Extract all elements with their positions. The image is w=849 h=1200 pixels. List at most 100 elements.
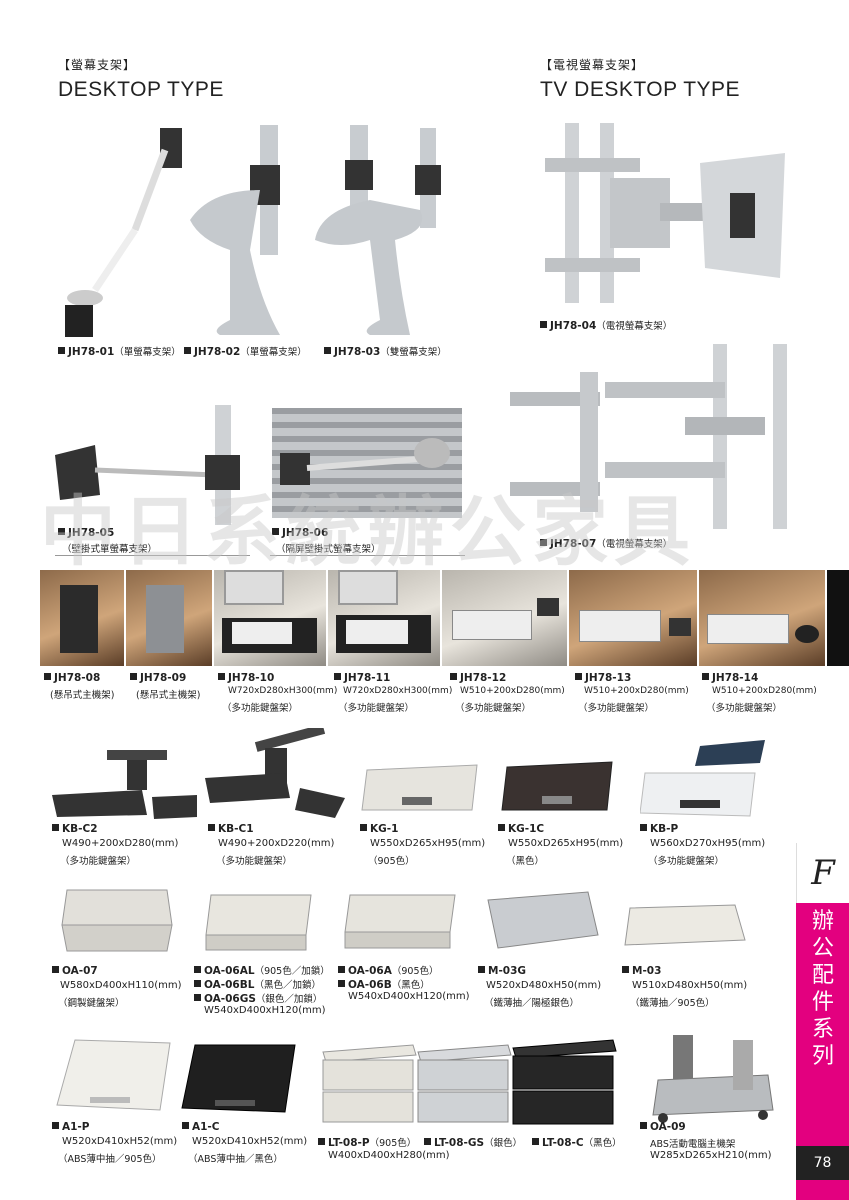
photo-jh78-08 <box>40 570 124 666</box>
note-jh78-05: （壁掛式單螢幕支架） <box>62 544 158 555</box>
right-section-title: TV DESKTOP TYPE <box>540 78 741 101</box>
label-kb-c1: KB-C1 <box>208 823 254 835</box>
label-m-03: M-03 <box>622 965 661 977</box>
label-jh78-09: JH78-09 <box>130 672 186 684</box>
label-lt-08-c: LT-08-C（黑色） <box>532 1135 622 1149</box>
product-image-jh78-04 <box>540 118 790 308</box>
product-image-kb-p <box>640 738 768 823</box>
sub-jh78-09: (懸吊式主機架) <box>136 690 201 701</box>
sub-kg-1c: （黑色） <box>506 856 545 867</box>
spec-a1-p: W520xD410xH52(mm) <box>62 1136 178 1147</box>
page-number: 78 <box>796 1146 849 1180</box>
sub-kb-p: （多功能鍵盤架） <box>648 856 725 867</box>
divider <box>270 555 465 556</box>
band-edge <box>827 570 849 666</box>
label-a1-p: A1-P <box>52 1121 90 1133</box>
label-kg-1c: KG-1C <box>498 823 544 835</box>
product-image-kb-c2 <box>52 745 200 825</box>
left-section-tag: 【螢幕支架】 <box>58 58 137 72</box>
label-jh78-02: JH78-02（單螢幕支架） <box>184 344 307 358</box>
left-section-title: DESKTOP TYPE <box>58 78 224 101</box>
photo-jh78-14 <box>699 570 825 666</box>
sub-jh78-08: (懸吊式主機架) <box>50 690 115 701</box>
category-letter: F <box>796 843 849 903</box>
photo-jh78-10 <box>214 570 326 666</box>
label-oa-09: OA-09 <box>640 1121 686 1133</box>
sub-jh78-11: （多功能鍵盤架） <box>338 703 415 714</box>
product-image-a1-p <box>55 1035 175 1115</box>
product-image-kg-1 <box>357 755 487 820</box>
sub-jh78-14: （多功能鍵盤架） <box>706 703 783 714</box>
spec-kb-c2: W490+200xD280(mm) <box>62 838 179 849</box>
label-oa-06bl: OA-06BL（黑色／加鎖） <box>194 977 321 991</box>
product-image-oa-06a-series <box>196 890 316 955</box>
sub-kb-c1: （多功能鍵盤架） <box>216 856 293 867</box>
label-jh78-11: JH78-11 <box>334 672 390 684</box>
spec-kb-c1: W490+200xD220(mm) <box>218 838 335 849</box>
photo-jh78-12 <box>442 570 567 666</box>
product-image-jh78-02 <box>170 120 300 340</box>
sub-kb-c2: （多功能鍵盤架） <box>60 856 137 867</box>
label-jh78-14: JH78-14 <box>702 672 758 684</box>
product-image-kb-c1 <box>205 728 350 823</box>
label-oa-06b: OA-06B（黑色） <box>338 977 430 991</box>
product-image-a1-c <box>180 1040 300 1116</box>
sub-m-03: （鐵薄抽／905色） <box>630 998 715 1009</box>
divider <box>55 555 250 556</box>
watermark: 中日系統辦公家具 <box>40 487 696 576</box>
product-image-lt-08-gs <box>413 1040 513 1125</box>
label-oa-06gs: OA-06GS（銀色／加鎖） <box>194 991 322 1005</box>
dims-oa-09: W285xD265xH210(mm) <box>650 1150 772 1161</box>
product-image-jh78-06 <box>272 408 462 518</box>
product-image-jh78-01 <box>55 120 185 340</box>
label-jh78-12: JH78-12 <box>450 672 506 684</box>
label-kb-p: KB-P <box>640 823 678 835</box>
label-jh78-05: JH78-05 <box>58 527 114 539</box>
product-image-jh78-05 <box>55 405 255 525</box>
sub-m-03g: （鐵薄抽／陽極銀色） <box>484 998 580 1009</box>
label-jh78-01: JH78-01（單螢幕支架） <box>58 344 181 358</box>
photo-jh78-13 <box>569 570 697 666</box>
spec-oa-06-series: W540xD400xH120(mm) <box>348 991 470 1002</box>
label-kb-c2: KB-C2 <box>52 823 98 835</box>
label-jh78-07: JH78-07（電視螢幕支架） <box>540 536 672 550</box>
spec-oa-07: W580xD400xH110(mm) <box>60 980 182 991</box>
spec-jh78-12: W510+200xD280(mm) <box>460 686 565 696</box>
spec-m-03: W510xD480xH50(mm) <box>632 980 748 991</box>
product-image-jh78-03 <box>300 120 450 340</box>
spec-kb-p: W560xD270xH95(mm) <box>650 838 766 849</box>
label-jh78-03: JH78-03（雙螢幕支架） <box>324 344 447 358</box>
product-image-oa-07 <box>57 885 175 955</box>
spec-lt-08: W400xD400xH280(mm) <box>328 1150 450 1161</box>
label-oa-06al: OA-06AL（905色／加鎖） <box>194 963 330 977</box>
product-image-lt-08-p <box>318 1040 418 1125</box>
label-jh78-10: JH78-10 <box>218 672 274 684</box>
product-image-lt-08-c <box>508 1036 618 1126</box>
spec-jh78-10: W720xD280xH300(mm) <box>228 686 338 696</box>
label-jh78-08: JH78-08 <box>44 672 100 684</box>
product-image-m-03g <box>478 890 603 955</box>
spec-jh78-13: W510+200xD280(mm) <box>584 686 689 696</box>
sub-oa-07: （鋼製鍵盤架） <box>58 998 125 1009</box>
label-m-03g: M-03G <box>478 965 526 977</box>
spec-a1-c: W520xD410xH52(mm) <box>192 1136 308 1147</box>
sub-jh78-10: （多功能鍵盤架） <box>222 703 299 714</box>
product-image-m-03 <box>620 900 750 958</box>
sub-jh78-13: （多功能鍵盤架） <box>578 703 655 714</box>
spec-oa-06a-series: W540xD400xH120(mm) <box>204 1005 326 1016</box>
label-kg-1: KG-1 <box>360 823 398 835</box>
photo-jh78-09 <box>126 570 212 666</box>
product-image-oa-06-series <box>335 890 460 952</box>
spec-jh78-11: W720xD280xH300(mm) <box>343 686 453 696</box>
product-image-kg-1c <box>497 752 622 820</box>
spec-oa-09: ABS活動電腦主機架 <box>650 1139 736 1150</box>
label-jh78-13: JH78-13 <box>575 672 631 684</box>
spec-kg-1c: W550xD265xH95(mm) <box>508 838 624 849</box>
label-lt-08-p: LT-08-P（905色） <box>318 1135 416 1149</box>
spec-m-03g: W520xD480xH50(mm) <box>486 980 602 991</box>
label-jh78-04: JH78-04（電視螢幕支架） <box>540 318 672 332</box>
sub-kg-1: （905色） <box>368 856 415 867</box>
note-jh78-06: （隔屏壁掛式螢幕支架） <box>276 544 381 555</box>
sub-a1-p: （ABS薄中抽／905色） <box>58 1154 162 1165</box>
right-section-tag: 【電視螢幕支架】 <box>540 58 645 72</box>
